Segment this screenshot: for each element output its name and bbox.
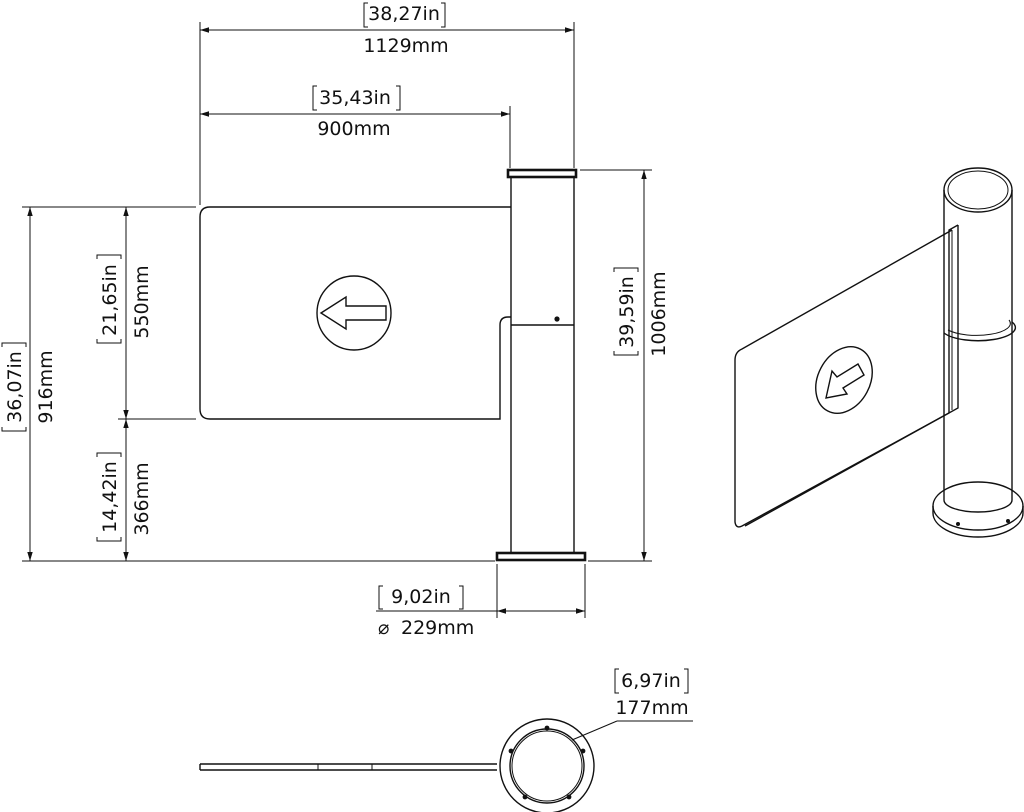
dimension-overall-width: 38,27in 1129mm [199,2,575,205]
dim-lower-height-mm: 366mm [131,462,153,535]
iso-left-arrow-icon [815,346,873,414]
isometric-view [734,167,1024,538]
dim-post-diameter-mm: 177mm [615,697,688,719]
front-view [199,168,587,562]
dimension-arm-width: 35,43in 900mm [200,85,511,168]
swing-panel [199,206,511,420]
dim-base-diameter-in: 9,02in [391,586,451,608]
dim-arm-width-mm: 900mm [317,118,390,140]
dimension-left-verticals: 36,07in 916mm 21,65in 550mm 14,42in 366m… [1,206,495,562]
dim-post-diameter-in: 6,97in [621,670,681,692]
dim-overall-width-in: 38,27in [368,3,440,25]
dim-panel-height-mm: 550mm [131,265,153,338]
dimension-base-diameter: 9,02in ⌀ 229mm [376,564,586,639]
dim-overall-width-mm: 1129mm [363,35,448,57]
dimension-post-height: 39,59in 1006mm [580,169,670,562]
dim-top-height-in: 36,07in [4,351,26,423]
diameter-symbol: ⌀ [378,617,389,639]
dim-lower-height-in: 14,42in [99,461,121,533]
dim-top-height-mm: 916mm [35,350,57,423]
dim-base-diameter-mm: 229mm [401,617,474,639]
dim-arm-width-in: 35,43in [319,87,391,109]
iso-swing-panel [734,224,959,528]
dim-post-height-mm: 1006mm [648,271,670,356]
dim-panel-height-in: 21,65in [99,264,121,336]
dim-post-height-in: 39,59in [616,276,638,348]
post [495,168,587,562]
left-arrow-icon [316,275,392,351]
top-view: 6,97in 177mm [199,668,693,812]
